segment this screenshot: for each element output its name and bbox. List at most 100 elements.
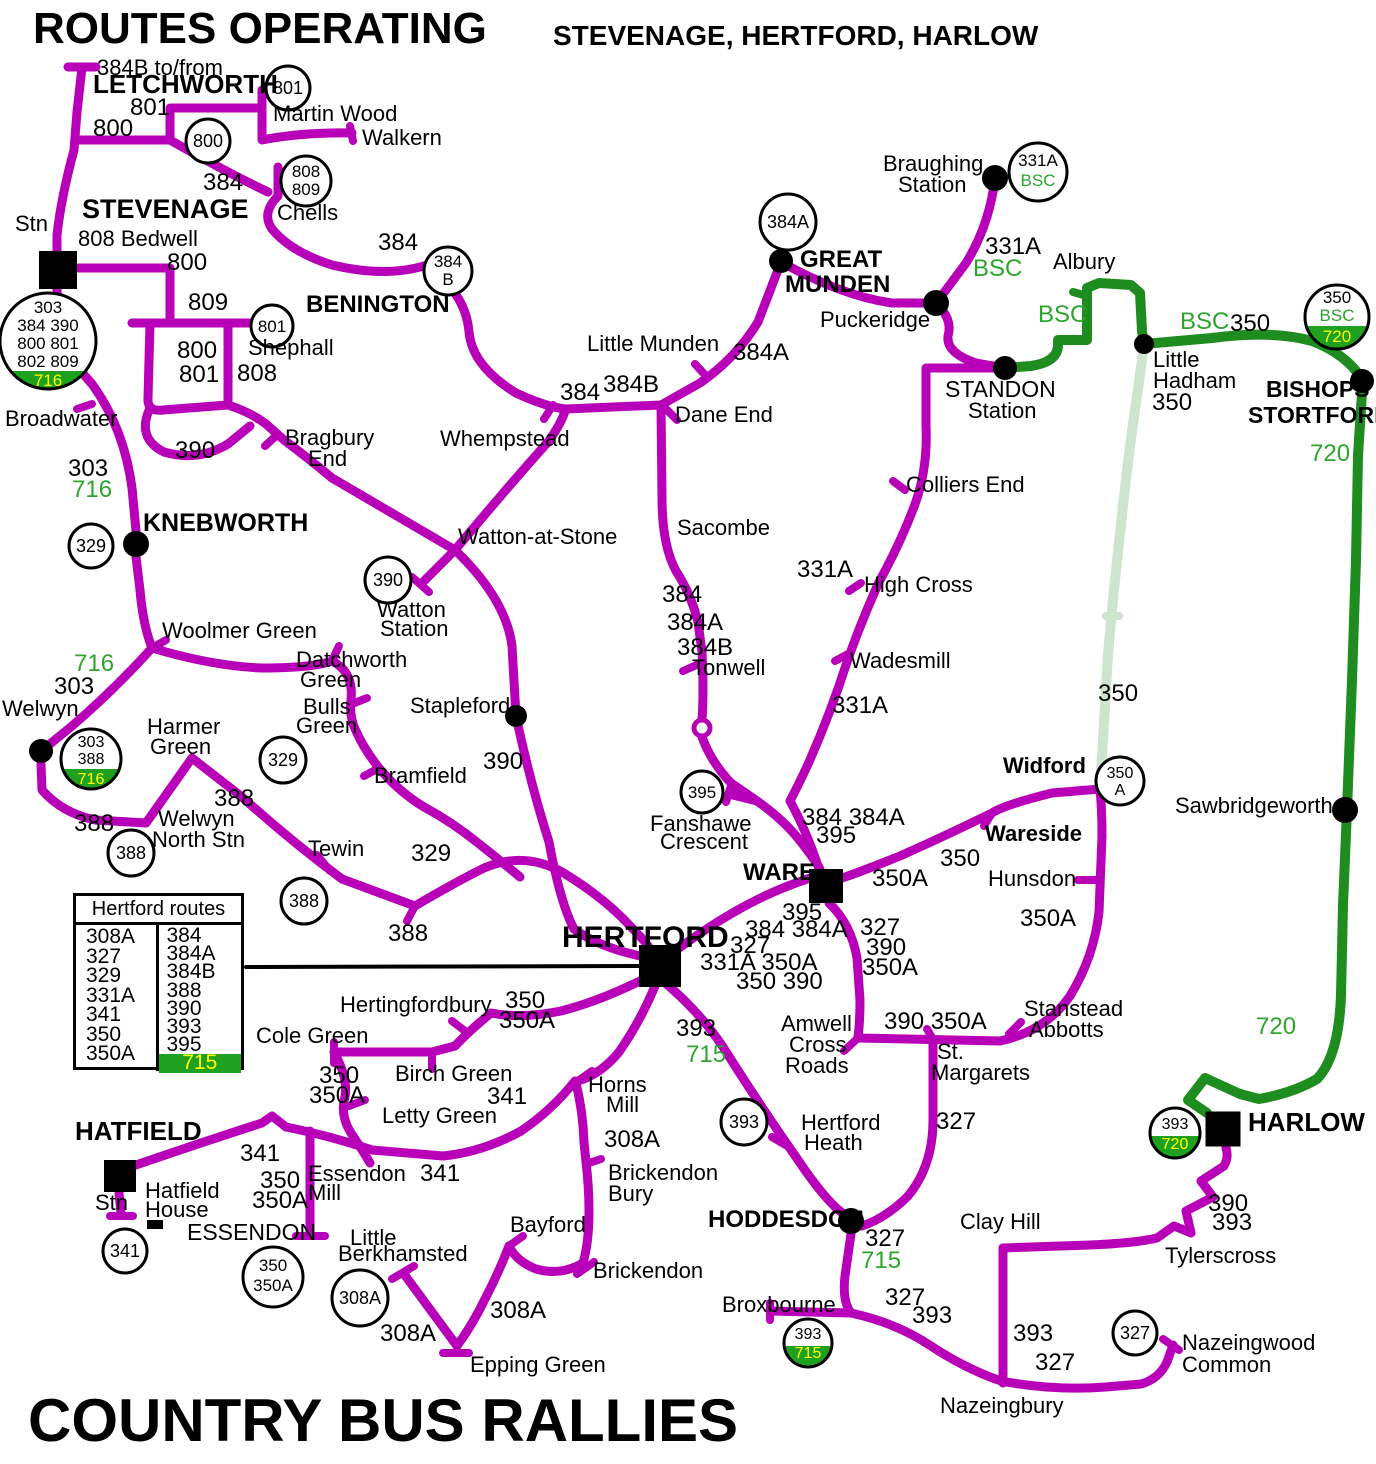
label-watton-61: Watton — [377, 597, 446, 622]
route-388-welwynnorth-hertford — [410, 855, 657, 957]
label-hatfield-145: Hatfield — [145, 1178, 220, 1203]
label-letchworth-1: LETCHWORTH — [93, 69, 278, 99]
badge-350-350a-essendon-text-0: 350 — [259, 1256, 287, 1275]
badge-350-350a-essendon-text-1: 350A — [253, 1276, 293, 1295]
route-greatmunden-puckeridge — [776, 257, 940, 308]
badge-303-388-716-text-0: 303 — [78, 734, 105, 751]
label-bayford-150: Bayford — [510, 1212, 586, 1237]
label-hertford-101: HERTFORD — [562, 921, 729, 954]
badge-341-hatfield-text-0: 341 — [110, 1241, 140, 1261]
label-nazeingbury-167: Nazeingbury — [940, 1393, 1064, 1418]
badge-393-hertfordheath-text-0: 393 — [729, 1112, 759, 1132]
tick-amwell — [840, 1034, 862, 1055]
label-331a-63: 331A — [832, 692, 888, 719]
route-stevenage-nw-b — [257, 85, 357, 145]
badge-801-letchworth-text-0: 801 — [273, 78, 303, 98]
badge-350-bsc-720-text-1: BSC — [1320, 306, 1355, 325]
tick-broadwater — [73, 400, 96, 413]
tick-tonwell — [679, 660, 703, 675]
badge-801-shephall-text-0: 801 — [258, 317, 286, 336]
label-bury-143: Bury — [608, 1181, 653, 1206]
legend-route-384: 384 — [166, 924, 202, 947]
label-390-135: 390 — [1208, 1190, 1248, 1217]
route-fanshawe-stub — [724, 789, 762, 806]
badge-stevenage-routes-text-0: 303 — [34, 298, 62, 317]
tick-high-cross — [845, 579, 865, 595]
label-heath-130: Heath — [804, 1130, 863, 1155]
label-350-390-100: 350 390 — [736, 968, 823, 995]
tick-welwyn-north-stn — [403, 902, 419, 925]
route-stevenage-390-loop — [140, 403, 255, 461]
tick-whempstead — [540, 401, 557, 423]
label-327-159: 327 — [885, 1284, 925, 1311]
badge-327-nazeingwood-bg — [1113, 1311, 1157, 1355]
badge-384-b-text-1: B — [442, 270, 453, 289]
route-clayhill-harlow — [998, 1143, 1232, 1253]
tick-albury — [1069, 288, 1091, 300]
label-308a-133: 308A — [604, 1126, 660, 1153]
label-cross-113: Cross — [789, 1032, 846, 1057]
label-ware-92: WARE — [743, 859, 815, 886]
label-384-12: 384 — [378, 229, 418, 256]
page-footer-title: COUNTRY BUS RALLIES — [28, 1387, 739, 1454]
badge-329-knebworth-text-0: 329 — [76, 536, 106, 556]
label-384-56: 384 — [662, 581, 702, 608]
tick-little-munden — [691, 360, 711, 381]
label-welwyn-67: Welwyn — [2, 696, 79, 721]
badge-388-tewin-text-0: 388 — [289, 891, 319, 911]
route-stevenage-chells-diag — [165, 135, 273, 197]
badge-808-809-text-1: 809 — [292, 180, 320, 199]
label-800-16: 800 — [177, 337, 217, 364]
badge-801-shephall-ring — [249, 303, 295, 349]
label-standon-42: STANDON — [945, 376, 1056, 402]
label-331a-26: 331A — [985, 233, 1041, 260]
legend-title: Hertford routes — [76, 896, 241, 925]
label-benington-14: BENINGTON — [306, 291, 450, 318]
route-384-daneend-tonwell — [656, 400, 708, 724]
label-hertford-129: Hertford — [801, 1110, 880, 1135]
label-hatfield-128: HATFIELD — [75, 1116, 202, 1146]
badge-393-720-harlow-ring — [1148, 1106, 1202, 1160]
tick-letty-green — [345, 1096, 369, 1110]
badge-329-bullsgreen-text-0: 329 — [268, 750, 298, 770]
label-chells-11: Chells — [277, 200, 338, 225]
tick-woolmer-green — [148, 636, 170, 652]
label-350-107: 350 — [505, 987, 545, 1014]
label-puckeridge-31: Puckeridge — [820, 307, 930, 332]
label-384a-57: 384A — [667, 609, 723, 636]
label-great-29: GREAT — [800, 246, 883, 273]
legend-route-384a: 384A — [166, 942, 216, 966]
badge-388-tewin-bg — [281, 878, 327, 924]
legend-route-341: 341 — [86, 1003, 122, 1026]
label-388-102: 388 — [388, 920, 428, 947]
badge-331a-bsc-bg — [1009, 143, 1067, 201]
badge-303-388-716-band-text: 716 — [78, 771, 105, 788]
tick-hertingfordbury — [448, 1017, 469, 1035]
legend-route-329: 329 — [86, 964, 122, 987]
badge-350-bsc-720-text-0: 350 — [1323, 288, 1351, 307]
badge-331a-bsc-ring — [1007, 141, 1069, 203]
badge-384a-bg — [760, 194, 816, 250]
badge-329-bullsgreen-bg — [260, 737, 306, 783]
badge-stevenage-routes-text-1: 384 390 — [17, 316, 78, 335]
label-395-96: 395 — [782, 899, 822, 926]
legend-route-393: 393 — [166, 1015, 202, 1039]
badge-350a-widford-text-0: 350 — [1107, 765, 1134, 782]
label-801-17: 801 — [179, 361, 219, 388]
label-329-85: 329 — [411, 840, 451, 867]
label-little-35: Little — [1153, 347, 1199, 372]
route-bayford-eppinggreen — [452, 1241, 514, 1351]
stop-standon-station — [993, 356, 1017, 380]
route-350-pale-hadham-widford — [1095, 339, 1149, 794]
badge-308a-littleberkhamsted-ring — [330, 1268, 390, 1328]
route-716-woolmer-welwyn — [40, 643, 157, 753]
label-brickendon-156: Brickendon — [593, 1258, 703, 1283]
badge-388-welwynnorth-text-0: 388 — [116, 843, 146, 863]
station-hatfield — [104, 1160, 136, 1192]
stop-hoddesdon — [838, 1208, 864, 1234]
label-stn-144: Stn — [95, 1190, 128, 1215]
label-331a-53: 331A — [797, 556, 853, 583]
label-epping-green-166: Epping Green — [470, 1352, 606, 1377]
label-350a-141: 350A — [252, 1187, 308, 1214]
